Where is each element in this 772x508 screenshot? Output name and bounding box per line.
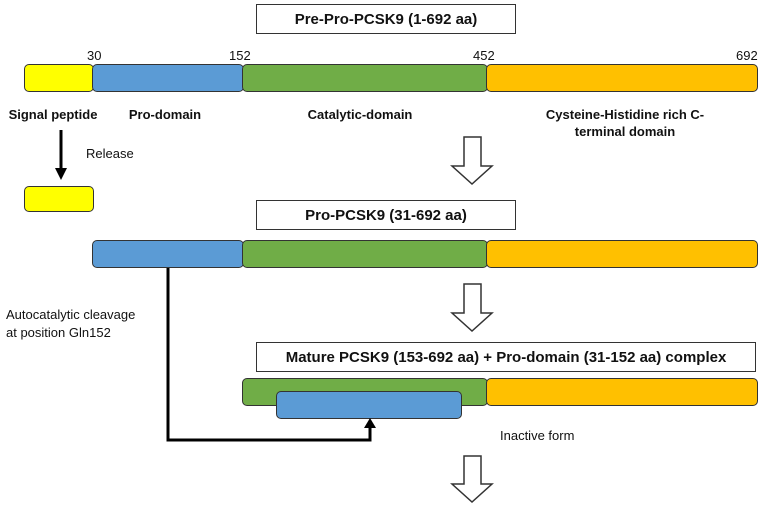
mature-pcsk9-title: Mature PCSK9 (153-692 aa) + Pro-domain (…	[256, 342, 756, 372]
cleavage-note-line1: Autocatalytic cleavage	[6, 307, 136, 322]
process-arrow-1	[450, 136, 494, 186]
position-30: 30	[87, 48, 102, 63]
catalytic-domain-segment	[242, 64, 488, 92]
catalytic-domain-segment-2	[242, 240, 488, 268]
chrd-segment	[486, 64, 758, 92]
release-label: Release	[86, 146, 134, 161]
pro-domain-segment	[92, 64, 244, 92]
cleavage-arrow	[166, 268, 376, 442]
cleavage-note: Autocatalytic cleavage at position Gln15…	[6, 306, 166, 342]
catalytic-domain-label: Catalytic-domain	[307, 107, 413, 122]
position-452: 452	[473, 48, 495, 63]
pre-pro-pcsk9-title: Pre-Pro-PCSK9 (1-692 aa)	[256, 4, 516, 34]
released-signal-peptide	[24, 186, 94, 212]
chrd-label-line2: terminal domain	[574, 124, 676, 139]
pro-domain-segment-2	[92, 240, 244, 268]
chrd-segment-3	[486, 378, 758, 406]
pro-pcsk9-title: Pro-PCSK9 (31-692 aa)	[256, 200, 516, 230]
position-692: 692	[736, 48, 758, 63]
chrd-label: Cysteine-Histidine rich C- terminal doma…	[520, 106, 730, 140]
bound-pro-domain	[276, 391, 462, 419]
cleavage-note-line2: at position Gln152	[6, 325, 111, 340]
position-152: 152	[229, 48, 251, 63]
chrd-segment-2	[486, 240, 758, 268]
release-arrow	[55, 130, 67, 180]
signal-peptide-segment	[24, 64, 94, 92]
inactive-form-label: Inactive form	[500, 428, 575, 443]
process-arrow-3	[450, 455, 494, 504]
process-arrow-2	[450, 283, 494, 333]
chrd-label-line1: Cysteine-Histidine rich C-	[545, 107, 705, 122]
signal-peptide-label: Signal peptide	[8, 107, 98, 122]
pro-domain-label: Pro-domain	[128, 107, 202, 122]
